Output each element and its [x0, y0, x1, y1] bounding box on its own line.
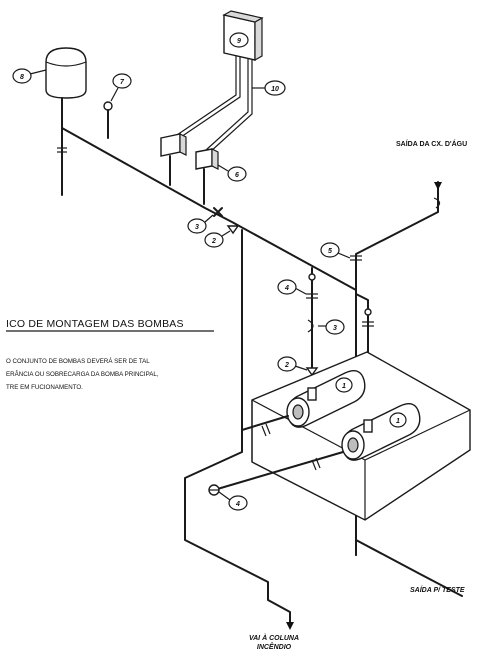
suction-gate-valve [350, 255, 362, 261]
label-vai-coluna-2: INCÊNDIO [257, 642, 292, 651]
svg-text:3: 3 [195, 224, 199, 231]
svg-text:9: 9 [237, 38, 241, 45]
balloon-flex: 3 [318, 319, 345, 335]
pressure-gauge [103, 101, 113, 139]
balloon-gauge: 7 [110, 73, 132, 102]
balloon-valve-main: 3 [187, 214, 214, 234]
balloon-switch: 6 [217, 164, 247, 182]
balloon-tank: 8 [12, 68, 47, 84]
note-line-2: ERÂNCIA OU SOBRECARGA DA BOMBA PRINCIPAL… [6, 371, 159, 378]
balloon-gate-upper: 5 [320, 242, 351, 259]
test-outlet-pipe [355, 539, 463, 597]
svg-text:10: 10 [271, 86, 279, 93]
svg-text:1: 1 [396, 418, 400, 425]
balloon-check-pump: 2 [277, 356, 308, 372]
flow-arrow-down [286, 622, 294, 630]
svg-text:8: 8 [20, 74, 24, 81]
label-saida-teste: SAÍDA P/ TESTE [410, 585, 465, 594]
svg-text:2: 2 [284, 362, 289, 369]
svg-text:4: 4 [284, 285, 289, 292]
svg-text:1: 1 [342, 383, 346, 390]
main-gate-valve [213, 207, 223, 217]
balloon-wiring: 10 [252, 80, 286, 96]
svg-text:4: 4 [235, 501, 240, 508]
jockey-branch-pipe [305, 267, 319, 386]
bottom-valve [208, 484, 220, 496]
diagram-title: ICO DE MONTAGEM DAS BOMBAS [6, 318, 184, 330]
balloon-pump-right: 1 [389, 412, 407, 428]
svg-text:6: 6 [235, 172, 239, 179]
svg-text:5: 5 [328, 248, 332, 255]
wiring-conduits [173, 55, 253, 153]
svg-text:2: 2 [211, 238, 216, 245]
pump-discharge-lines [213, 415, 344, 491]
pressure-switch-2 [195, 148, 219, 205]
balloon-check-main: 2 [204, 230, 231, 248]
main-header-pipe [61, 127, 357, 291]
pressure-tank [45, 47, 87, 196]
discharge-riser-pipe [184, 229, 291, 626]
pressure-switch-1 [160, 133, 187, 186]
label-vai-coluna-1: VAI À COLUNA [249, 633, 299, 642]
label-saida-cx: SAÍDA DA CX. D'ÁGU [396, 139, 467, 148]
note-line-1: O CONJUNTO DE BOMBAS DEVERÁ SER DE TAL [6, 358, 150, 365]
note-line-3: TRE EM FUCIONAMENTO. [6, 384, 83, 391]
balloon-bottom-valve: 4 [218, 491, 248, 511]
svg-text:7: 7 [120, 79, 125, 86]
svg-text:3: 3 [333, 325, 337, 332]
balloon-gate-left: 4 [277, 279, 307, 295]
balloon-pump-left: 1 [335, 377, 353, 393]
main-check-valve [226, 225, 240, 235]
balloon-panel: 9 [229, 32, 249, 48]
